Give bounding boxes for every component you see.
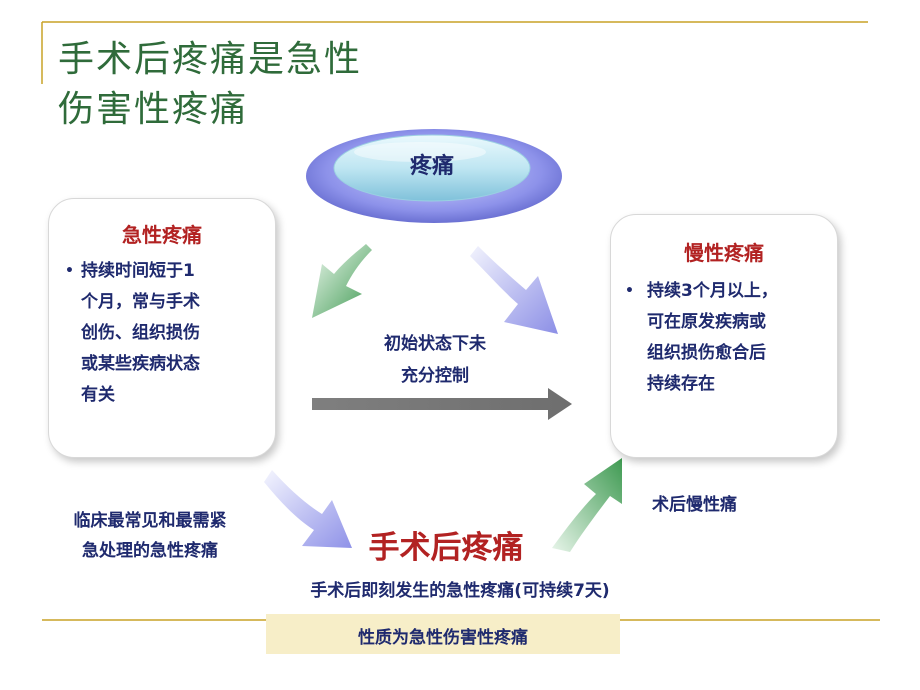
chronic-bullet-line: 可在原发疾病或	[647, 312, 766, 332]
bullet-dot-icon: •	[65, 263, 74, 279]
acute-box-title: 急性疼痛	[122, 223, 202, 247]
nature-text: 性质为急性伤害性疼痛	[358, 628, 528, 648]
chronic-pain-box: 慢性疼痛 • 持续3个月以上， 可在原发疾病或 组织损伤愈合后 持续存在	[610, 214, 838, 458]
left-note-line: 急处理的急性疼痛	[82, 541, 218, 561]
acute-bullet-line: 创伤、组织损伤	[81, 323, 200, 343]
acute-box-bullet: • 持续时间短于1 个月，常与手术 创伤、组织损伤 或某些疾病状态 有关	[65, 256, 275, 411]
slide-title-line1: 手术后疼痛是急性	[58, 39, 363, 80]
acute-pain-box: 急性疼痛 • 持续时间短于1 个月，常与手术 创伤、组织损伤 或某些疾病状态 有…	[48, 198, 276, 458]
middle-note-line: 充分控制	[401, 366, 469, 386]
bullet-dot-icon: •	[625, 283, 634, 299]
green-arrow-to-chronic	[552, 458, 622, 552]
middle-note-line: 初始状态下未	[384, 334, 486, 354]
chronic-bullet-line: 持续存在	[647, 374, 715, 394]
acute-bullet-line: 有关	[81, 385, 115, 405]
right-note: 术后慢性痛	[652, 495, 737, 515]
gray-arrow-right	[312, 388, 572, 420]
left-note: 临床最常见和最需紧 急处理的急性疼痛	[30, 506, 270, 566]
acute-bullet-line: 个月，常与手术	[81, 292, 200, 312]
left-note-line: 临床最常见和最需紧	[73, 511, 227, 531]
postop-description: 手术后即刻发生的急性疼痛(可持续7天)	[310, 581, 610, 601]
blue-arrow-to-postop	[264, 470, 352, 548]
top-node-ellipse	[306, 129, 562, 223]
blue-arrow-to-chronic	[470, 246, 558, 334]
nature-highlight-strip	[266, 614, 620, 654]
top-node-label: 疼痛	[409, 154, 454, 179]
acute-bullet-line: 持续时间短于1	[81, 261, 195, 281]
chronic-box-bullet: • 持续3个月以上， 可在原发疾病或 组织损伤愈合后 持续存在	[625, 276, 837, 400]
acute-bullet-line: 或某些疾病状态	[81, 354, 200, 374]
postop-title: 手术后疼痛	[368, 530, 524, 566]
chronic-box-title: 慢性疼痛	[684, 241, 764, 265]
middle-note: 初始状态下未 充分控制	[350, 328, 520, 392]
chronic-bullet-line: 持续3个月以上，	[647, 281, 778, 301]
green-arrow-to-acute	[312, 244, 372, 318]
slide-title-line2: 伤害性疼痛	[58, 89, 249, 130]
chronic-bullet-line: 组织损伤愈合后	[647, 343, 766, 363]
